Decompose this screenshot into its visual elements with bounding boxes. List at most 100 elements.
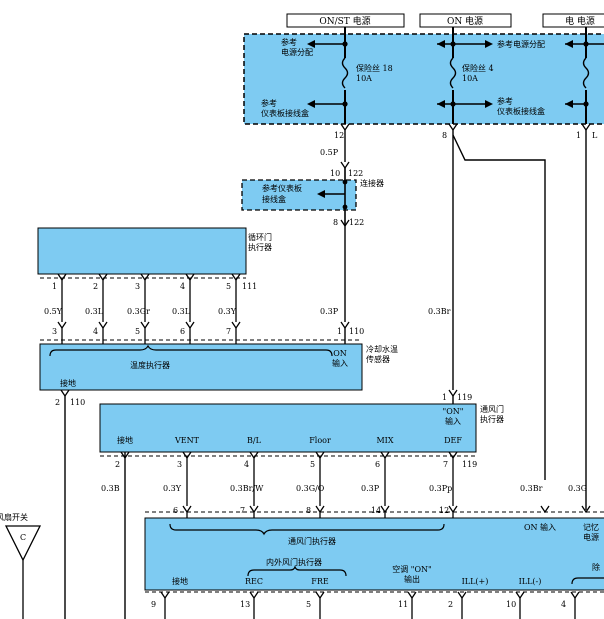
recirc-actuator-label-2: 执行器: [248, 242, 272, 252]
mode-label-2: B/L: [247, 436, 262, 445]
recirc-pin-top-label: 4: [180, 282, 185, 291]
mode-pin-label: 3: [177, 460, 182, 469]
temp-on-input-2: 输入: [332, 358, 348, 368]
mode-wire-label: 0.3Br/W: [230, 484, 264, 493]
controller-pin-bottom-2: [249, 591, 259, 600]
recirc-wire-label: 0.3L: [85, 307, 104, 316]
controller-pin-top-4: [380, 505, 390, 514]
mode-label-1: VENT: [174, 436, 200, 445]
controller-pin-bottom-label: 4: [561, 600, 566, 609]
fuse-4-rating: 10A: [462, 74, 478, 83]
controller-pin-top-label: 14: [371, 506, 381, 515]
mode-pin-top: 1: [442, 393, 447, 402]
recirc-pin-bottom-label: 3: [52, 327, 57, 336]
mode-label-3: Floor: [309, 436, 331, 445]
recirc-pin-bottom-label: 7: [226, 327, 231, 336]
controller-memory-1: 记忆: [583, 522, 599, 532]
ref-mid-bottom-2: 仪表板接线盒: [497, 106, 545, 116]
controller-bottom-pins: 9 13 5 11 2 10 4: [151, 591, 580, 619]
controller-label-1: REC: [245, 577, 263, 586]
ref-right-partial: 参考电源分配: [512, 39, 560, 49]
mode-pin-extra: 119: [462, 460, 477, 469]
mode-side-label-1: 通风门: [480, 404, 504, 414]
controller-label-2: FRE: [311, 577, 329, 586]
controller-label-4: ILL(+): [462, 577, 489, 586]
header-boxes: ON/ST 电源 ON 电源 电 电源: [286, 13, 604, 28]
recirc-pin-top-3: [140, 273, 150, 282]
recirc-pin-top-label: 3: [135, 282, 140, 291]
controller-mode-label: 通风门执行器: [288, 536, 336, 546]
recirc-wire-label: 0.5Y: [44, 307, 63, 316]
controller-pin-bottom-label: 9: [151, 600, 156, 609]
ref-left-top-1: 参考: [281, 37, 297, 47]
recirc-actuator-label-1: 循环门: [248, 232, 272, 242]
header-box-on: [419, 13, 512, 28]
controller-pin-bottom-6: [515, 591, 525, 600]
controller-pin-bottom-label: 13: [240, 600, 250, 609]
mode-wire-label: 0.3Y: [163, 484, 182, 493]
connector-ref-1: 参考仪表板: [262, 183, 302, 193]
controller-pin-top-2: [249, 505, 259, 514]
mode-wire-label: 0.3Pp: [429, 484, 452, 493]
panel-pin-right-label: L: [592, 131, 598, 140]
controller-recirc-label: 内外风门执行器: [266, 557, 322, 567]
connector-box: 参考仪表板 接线盒 连接器: [241, 168, 384, 226]
wire-label-right-0-3g: 0.3G: [568, 484, 587, 493]
recirc-pin-top-5: [231, 273, 241, 282]
mode-pin-label: 6: [375, 460, 380, 469]
temp-side-label-2: 传感器: [366, 354, 390, 364]
header-box-on-label: ON 电源: [447, 15, 483, 27]
mode-pin-label: 5: [310, 460, 315, 469]
recirc-pin-top-label: 5: [226, 282, 231, 291]
recirc-pin-extra: 111: [242, 282, 257, 291]
mode-pin-label: 4: [244, 460, 249, 469]
fuse-panel: 参考 电源分配 参考 仪表板接线盒 保险丝 18 10A 保险丝 4 10A 参…: [243, 33, 604, 125]
controller-pin-bottom-label: 2: [448, 600, 453, 609]
controller-on-input: ON 输入: [524, 522, 556, 532]
mode-wire-label: 0.3B: [101, 484, 120, 493]
wire-label-0-3p: 0.3P: [320, 307, 339, 316]
mode-pin-label: 7: [443, 460, 448, 469]
controller-pin-bottom-7: [570, 591, 580, 600]
panel-output-pins: 12 8 1 L: [334, 123, 598, 140]
temp-actuator: 温度执行器 ON 输入 接地 冷却水温 传感器: [39, 343, 398, 391]
controller: 通风门执行器 ON 输入 记忆 电源 内外风门执行器 除: [144, 511, 604, 593]
controller-pin-bottom-label: 11: [398, 600, 408, 609]
header-box-on-st-label: ON/ST 电源: [319, 15, 370, 27]
temp-pin-ground: 2: [55, 398, 60, 407]
recirc-wire-label: 0.3L: [172, 307, 191, 316]
fuse-4-icon: [449, 57, 457, 89]
connector-pin-top2: 122: [348, 169, 363, 178]
mode-on-input-1: "ON": [443, 407, 464, 416]
controller-pin-on: [540, 505, 550, 514]
controller-pin-top-label: 8: [306, 506, 311, 515]
controller-memory-2: 电源: [583, 532, 599, 542]
temp-actuator-name: 温度执行器: [130, 360, 170, 370]
mode-pin-top2: 119: [457, 393, 472, 402]
mode-label-0: 接地: [117, 435, 133, 445]
controller-pin-bottom-label: 5: [306, 600, 311, 609]
recirc-pin-top-label: 1: [52, 282, 57, 291]
controller-pin-memory: [581, 505, 591, 514]
mode-pin-6: [448, 451, 458, 460]
main-pin-top: 1: [337, 327, 342, 336]
controller-right-partial: 除: [592, 562, 600, 572]
recirc-pin-bottom-label: 5: [135, 327, 140, 336]
recirc-pin-bottom-3: [140, 321, 150, 330]
wire-label-right-0-3br: 0.3Br: [520, 484, 543, 493]
header-box-right: [542, 13, 604, 28]
controller-label-5: ILL(-): [519, 577, 542, 586]
controller-pin-bottom-label: 10: [506, 600, 516, 609]
connector-pin-top: 10: [330, 169, 340, 178]
controller-pin-top-3: [315, 505, 325, 514]
controller-label-ac-2: 输出: [404, 574, 420, 584]
recirc-pin-bottom-label: 6: [180, 327, 185, 336]
controller-pin-top-label: 6: [173, 506, 178, 515]
recirc-pin-bottom-2: [98, 321, 108, 330]
panel-pin-left: 12: [334, 131, 344, 140]
ref-left-bottom-2: 仪表板接线盒: [261, 108, 309, 118]
recirc-pin-top-4: [185, 273, 195, 282]
header-box-right-label: 电 电源: [565, 15, 595, 27]
